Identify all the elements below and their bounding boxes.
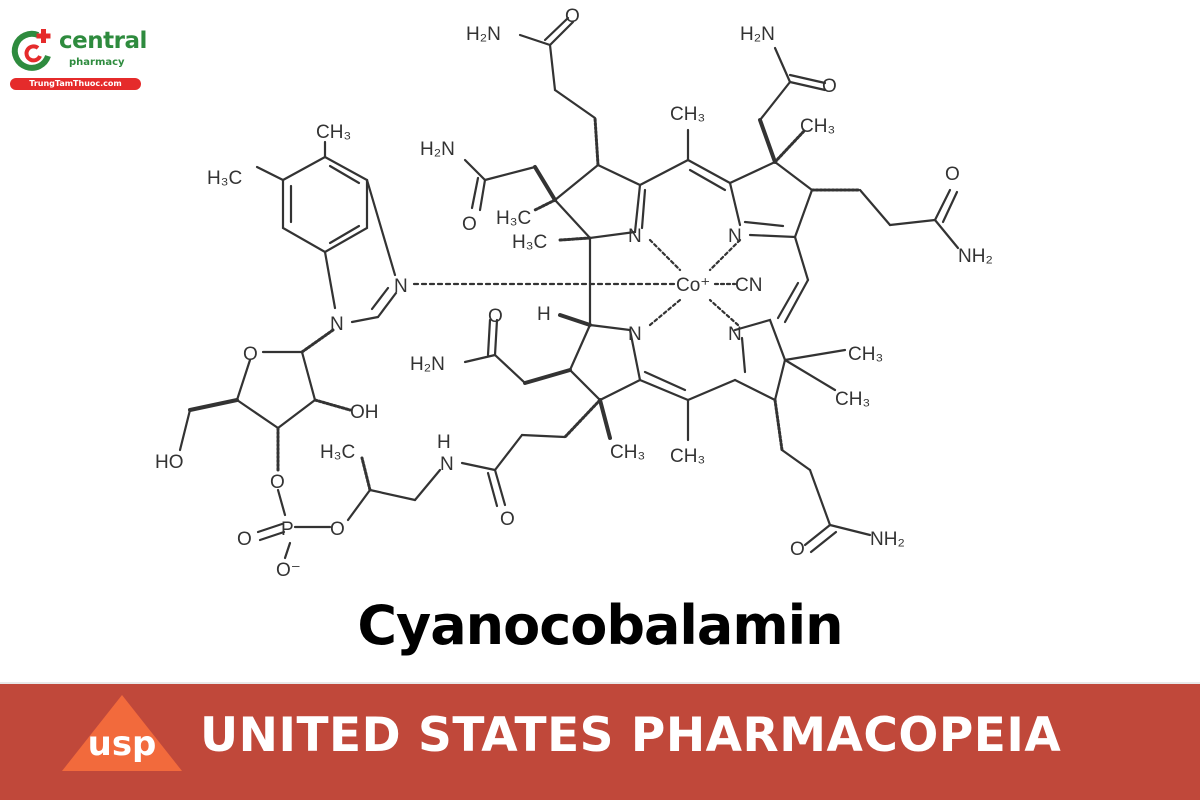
svg-text:O: O [822,76,837,97]
banner-title: UNITED STATES PHARMACOPEIA [200,708,1062,763]
usp-banner [0,684,1200,800]
svg-text:O: O [237,529,252,550]
svg-text:usp: usp [88,724,157,764]
svg-text:H₂N: H₂N [410,354,445,375]
svg-text:H₂N: H₂N [740,24,775,45]
cyanocobalamin-structure-diagram: CH₃ H₃C N N O OH HO O P O O O⁻ H₃C H N O… [155,6,993,581]
svg-text:CH₃: CH₃ [835,389,870,410]
svg-text:CH₃: CH₃ [848,344,883,365]
svg-text:O: O [500,509,515,530]
svg-text:O: O [330,519,345,540]
svg-text:NH₂: NH₂ [958,246,993,267]
svg-text:OH: OH [350,402,379,423]
logo-subtitle: pharmacy [69,57,125,68]
svg-text:O: O [243,344,258,365]
svg-text:O: O [945,164,960,185]
svg-text:H: H [437,432,451,453]
svg-text:H₃C: H₃C [512,232,547,253]
cyano-ligand: CN [735,275,762,296]
svg-text:CH₃: CH₃ [670,104,705,125]
svg-text:N: N [728,324,742,345]
svg-text:H₃C: H₃C [496,208,531,229]
svg-text:N: N [628,226,642,247]
svg-text:N: N [440,454,454,475]
cobalt-atom: Co⁺ [676,275,710,296]
atom-labels: CH₃ H₃C N N O OH HO O P O O O⁻ H₃C H N O… [155,6,993,581]
svg-text:O: O [462,214,477,235]
svg-text:N: N [394,276,408,297]
svg-text:O: O [270,472,285,493]
logo-brand-name: central [59,28,147,54]
svg-text:CH₃: CH₃ [316,122,351,143]
central-pharmacy-logo: central pharmacy TrungTamThuoc.com [8,26,147,92]
svg-text:H₂N: H₂N [466,24,501,45]
banner-divider [0,682,1200,684]
svg-text:O⁻: O⁻ [276,560,301,581]
svg-text:H₃C: H₃C [207,168,242,189]
svg-text:CH₃: CH₃ [670,446,705,467]
compound-title: Cyanocobalamin [357,594,843,657]
svg-text:N: N [628,324,642,345]
svg-text:NH₂: NH₂ [870,529,905,550]
svg-text:H: H [537,304,551,325]
usp-logo-icon: usp [62,695,182,771]
svg-text:O: O [565,6,580,27]
svg-text:P: P [281,519,294,540]
svg-text:H₂N: H₂N [420,139,455,160]
svg-text:O: O [488,306,503,327]
svg-text:H₃C: H₃C [320,442,355,463]
svg-text:O: O [790,539,805,560]
central-pharmacy-mark-icon [11,29,51,71]
svg-text:N: N [728,226,742,247]
svg-text:N: N [330,314,344,335]
logo-site-link[interactable]: TrungTamThuoc.com [10,78,141,90]
svg-text:HO: HO [155,452,184,473]
svg-text:CH₃: CH₃ [610,442,645,463]
svg-text:CH₃: CH₃ [800,116,835,137]
